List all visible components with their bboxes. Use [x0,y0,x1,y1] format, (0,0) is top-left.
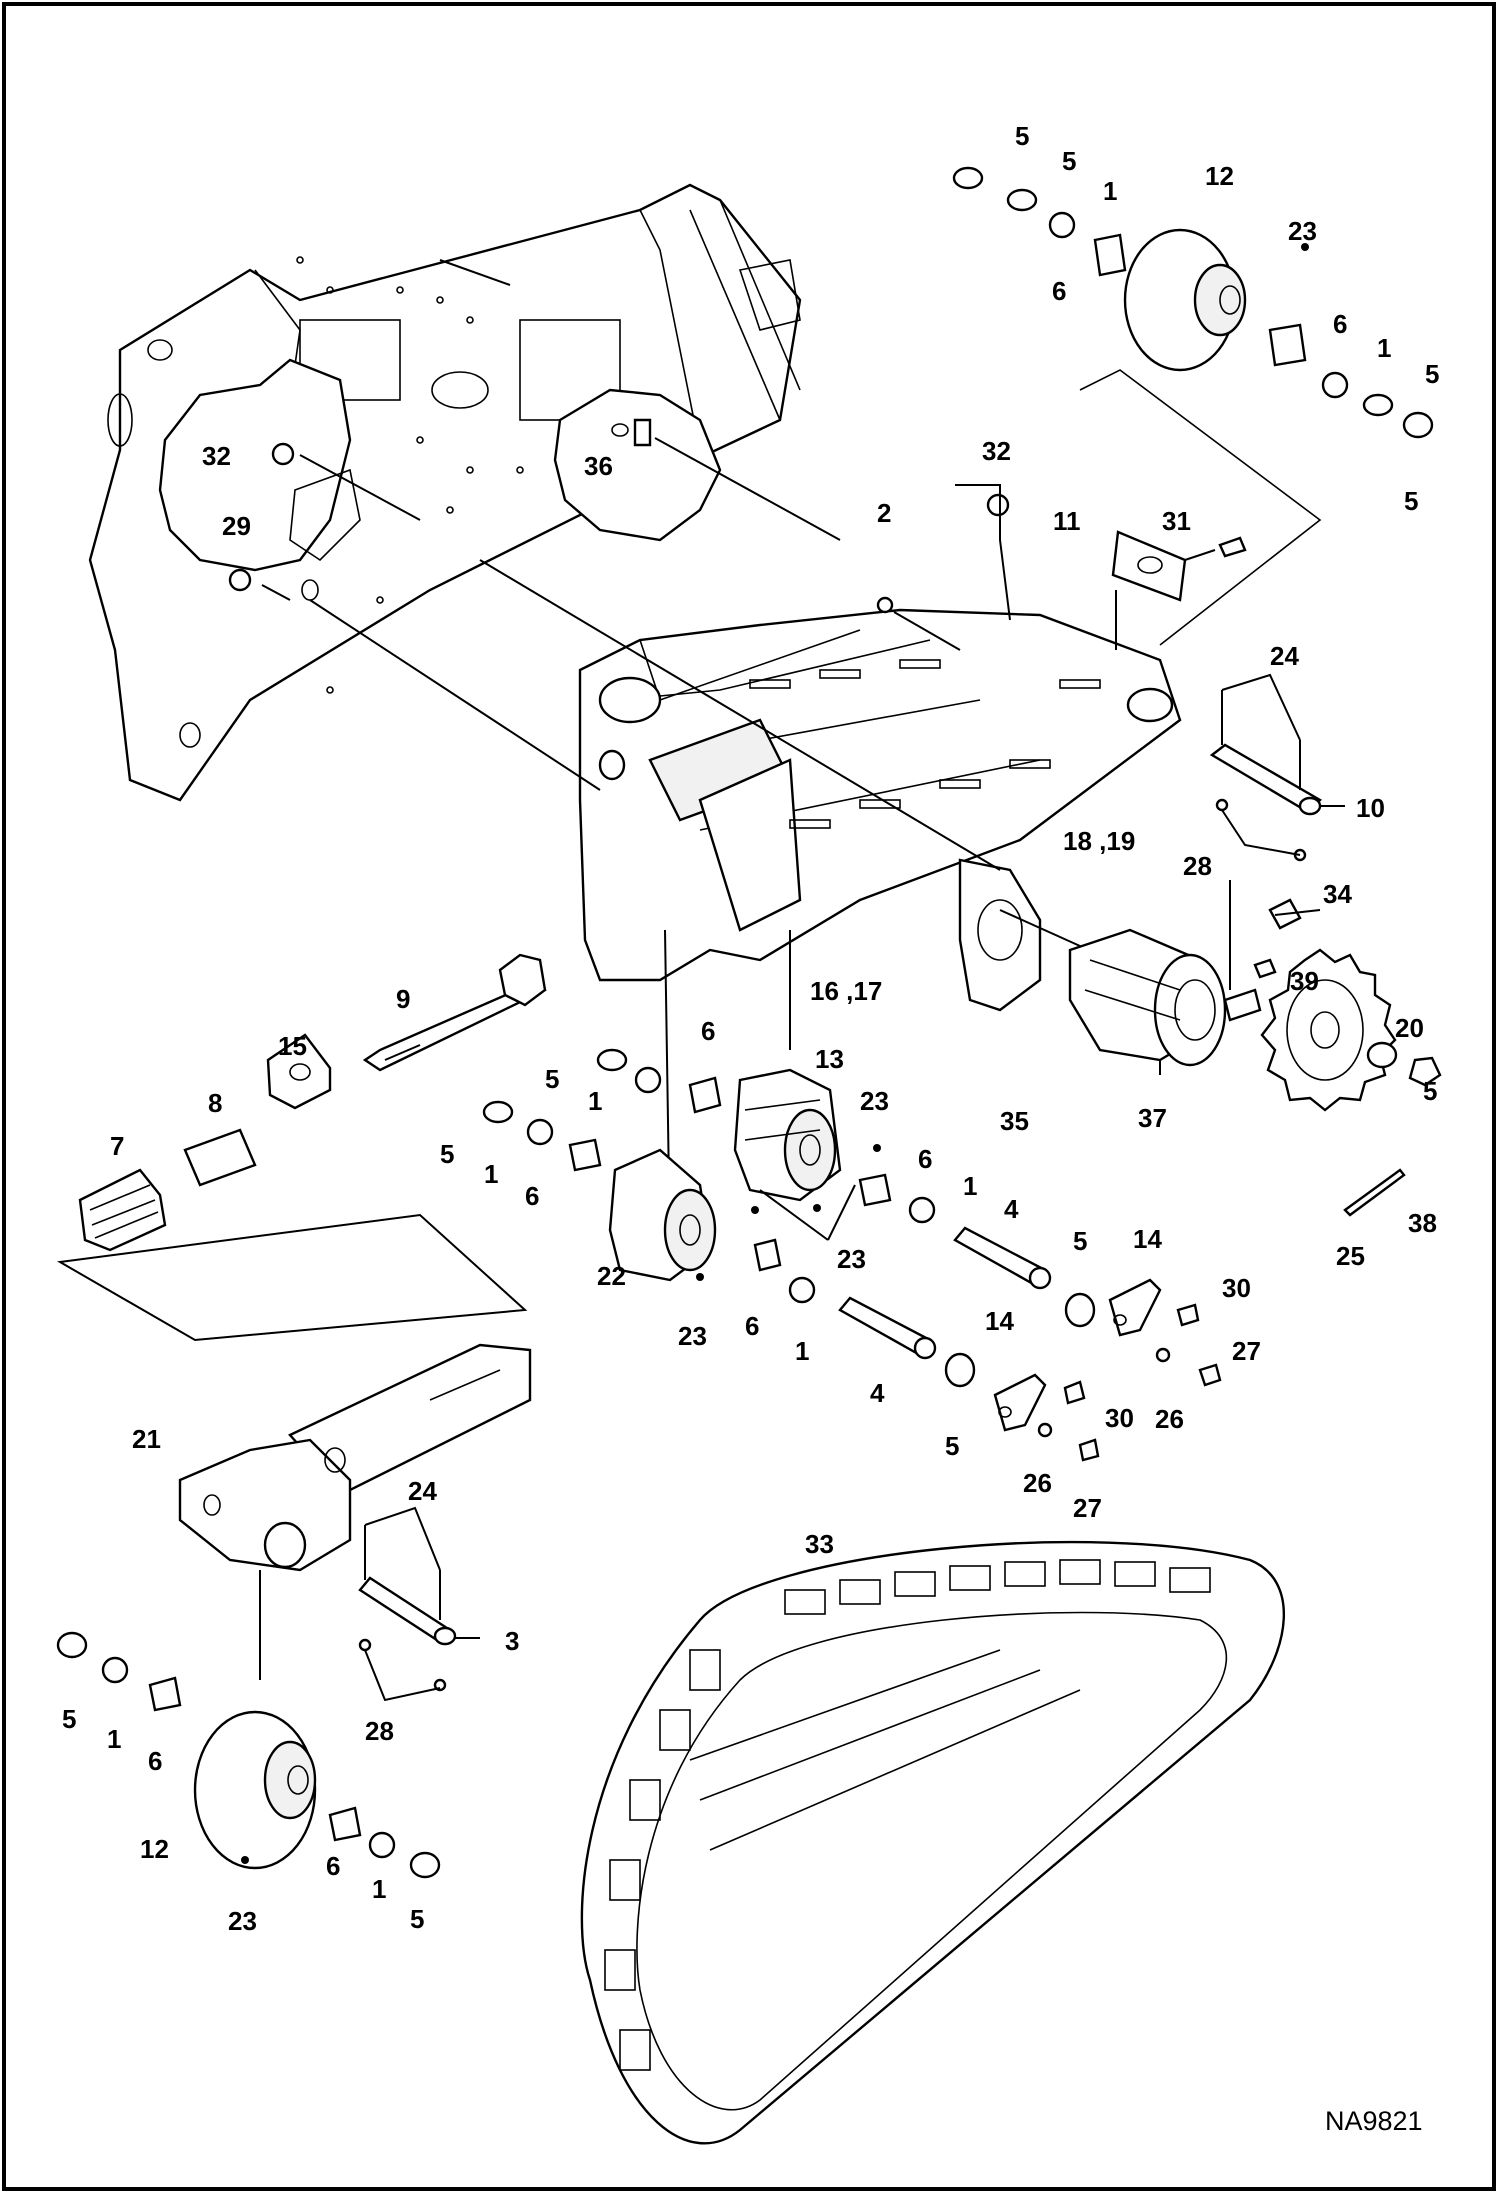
callout-35: 35 [1000,1106,1029,1136]
callout-3: 3 [505,1626,519,1656]
callout-30: 30 [1105,1403,1134,1433]
callout-1: 1 [963,1171,977,1201]
callout-5: 5 [1404,486,1418,516]
grouping-lines [56,259,528,1342]
callout-31: 31 [1162,506,1191,536]
track-frame [578,608,1182,1012]
callout-5: 5 [1073,1226,1087,1256]
pin-group-3 [358,1506,480,1702]
callout-20: 20 [1395,1013,1424,1043]
callout-27: 27 [1232,1336,1261,1366]
callout-26: 26 [1023,1468,1052,1498]
callout-32: 32 [982,436,1011,466]
callout-8: 8 [208,1088,222,1118]
callout-12: 12 [140,1834,169,1864]
callout-6: 6 [1052,276,1066,306]
tensioner-group [78,929,671,1252]
callout-5: 5 [440,1139,454,1169]
drawing-code: NA9821 [1325,2106,1423,2136]
callout-16-17: 16 ,17 [810,976,882,1006]
callout-1: 1 [1377,333,1391,363]
idler-arm [178,1343,532,1680]
callout-37: 37 [1138,1103,1167,1133]
idler-group-upper [952,166,1434,646]
callout-18-19: 18 ,19 [1063,826,1135,856]
callout-5: 5 [545,1064,559,1094]
callout-28: 28 [365,1716,394,1746]
callout-27: 27 [1073,1493,1102,1523]
track-lugs [604,1559,1211,2071]
callout-9: 9 [396,984,410,1014]
callout-14: 14 [1133,1224,1162,1254]
callout-23: 23 [837,1244,866,1274]
callout-26: 26 [1155,1404,1184,1434]
callout-30: 30 [1222,1273,1251,1303]
drive-motor [1068,928,1262,1075]
callout-36: 36 [584,451,613,481]
callout-1: 1 [372,1874,386,1904]
callout-23: 23 [678,1321,707,1351]
callout-32: 32 [202,441,231,471]
callout-4: 4 [870,1378,885,1408]
callout-6: 6 [148,1746,162,1776]
callout-5: 5 [62,1704,76,1734]
callout-34: 34 [1323,879,1352,909]
callout-1: 1 [1103,176,1117,206]
callout-4: 4 [1004,1194,1019,1224]
callout-14: 14 [985,1306,1014,1336]
callout-7: 7 [110,1131,124,1161]
fasteners-upper [228,418,1247,614]
callout-12: 12 [1205,161,1234,191]
callout-23: 23 [1288,216,1317,246]
callout-1: 1 [588,1086,602,1116]
callout-33: 33 [805,1529,834,1559]
callout-5: 5 [945,1431,959,1461]
idler-group-lower [56,1631,441,1879]
callout-5: 5 [1062,146,1076,176]
callout-6: 6 [326,1851,340,1881]
callout-5: 5 [410,1904,424,1934]
roller-group [482,930,936,1304]
callout-6: 6 [918,1144,932,1174]
callout-1: 1 [107,1724,121,1754]
callout-15: 15 [278,1031,307,1061]
mainframe-panel [88,183,802,802]
callout-25: 25 [1336,1241,1365,1271]
frame-slots [749,659,1101,829]
callout-39: 39 [1290,966,1319,996]
callout-21: 21 [132,1424,161,1454]
callout-5: 5 [1015,121,1029,151]
callout-24: 24 [1270,641,1299,671]
callout-6: 6 [1333,309,1347,339]
callout-6: 6 [701,1016,715,1046]
pin-group-10 [1209,673,1345,862]
callout-6: 6 [525,1181,539,1211]
callout-13: 13 [815,1044,844,1074]
callout-23: 23 [228,1906,257,1936]
axle-group [838,1226,1222,1462]
motor-fasteners [1229,880,1321,990]
callout-1: 1 [484,1159,498,1189]
callout-38: 38 [1408,1208,1437,1238]
callout-5: 5 [1425,359,1439,389]
callout-28: 28 [1183,851,1212,881]
callout-11: 11 [1053,506,1081,536]
callout-24: 24 [408,1476,437,1506]
drive-sprocket [1260,948,1442,1217]
callout-23: 23 [860,1086,889,1116]
callout-29: 29 [222,511,251,541]
callout-22: 22 [597,1261,626,1291]
callout-2: 2 [877,498,891,528]
callout-6: 6 [745,1311,759,1341]
callout-labels: 5 5 1 12 23 6 6 1 5 5 32 36 32 29 2 11 3… [62,121,1439,2136]
callout-1: 1 [795,1336,809,1366]
rubber-track [580,1540,1285,2145]
callout-10: 10 [1356,793,1385,823]
callout-5: 5 [1423,1076,1437,1106]
